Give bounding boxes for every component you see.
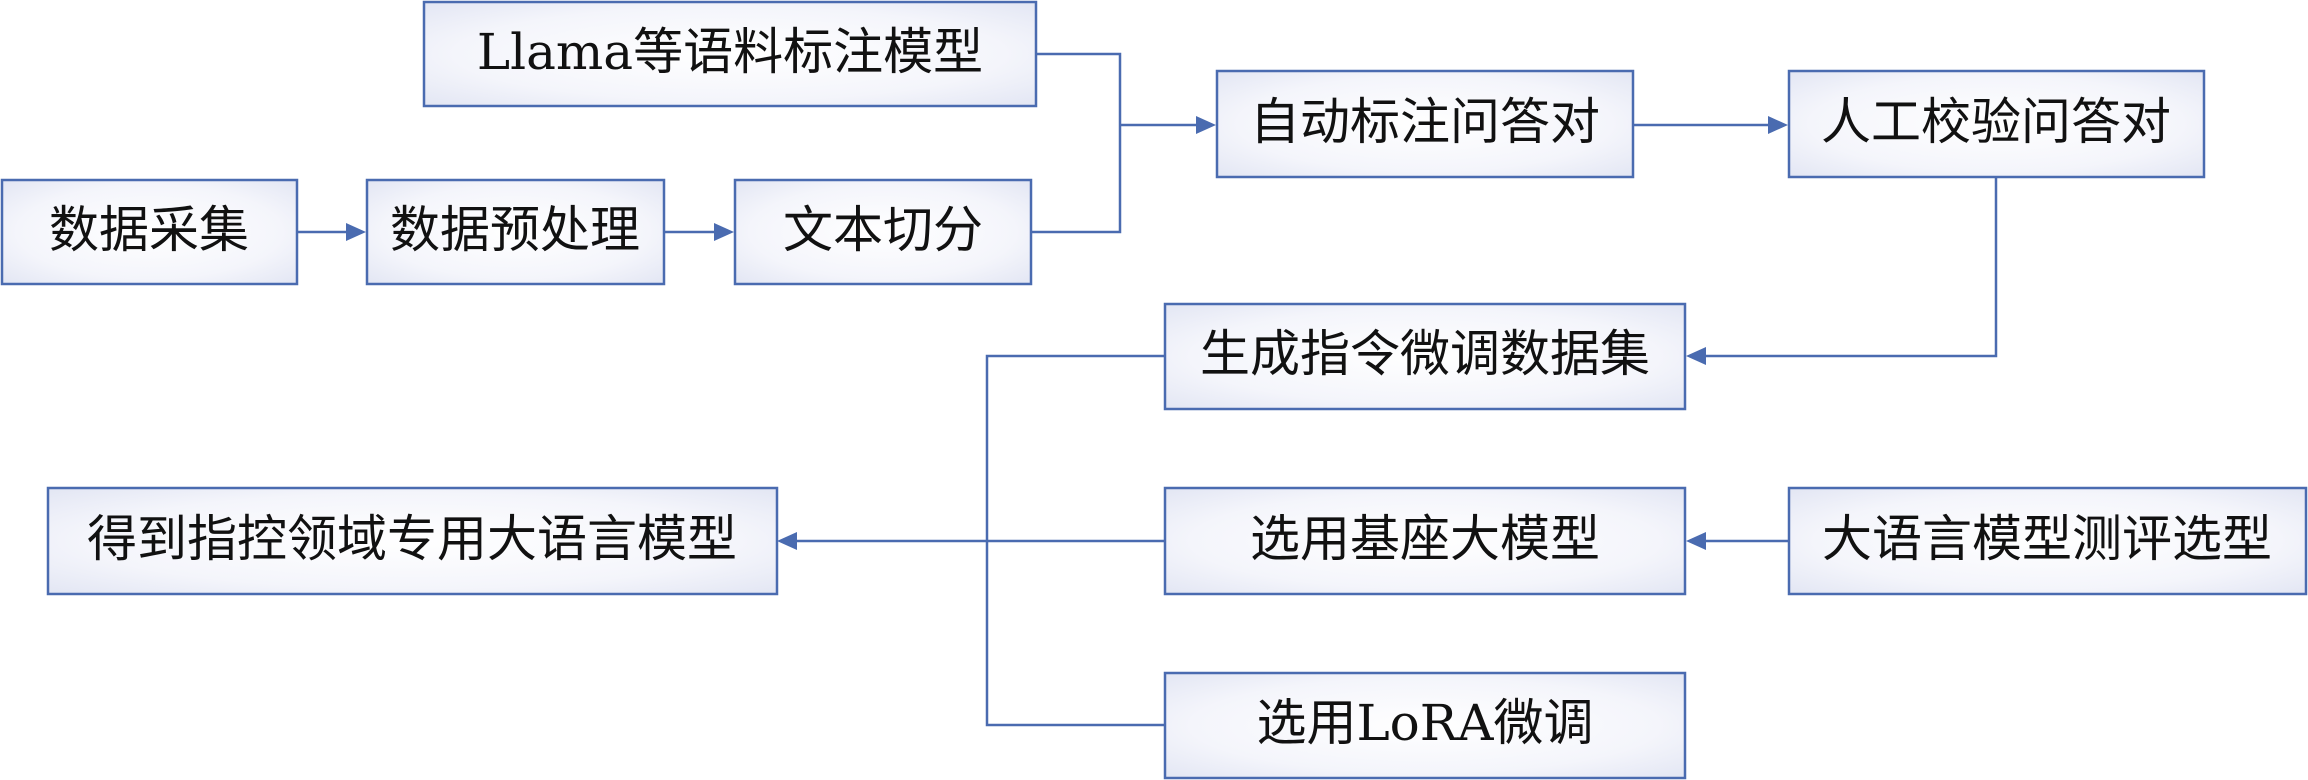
arrowhead-split bbox=[714, 223, 734, 241]
node-lora-label: 选用LoRA微调 bbox=[1256, 694, 1593, 752]
node-auto-qa-label: 自动标注问答对 bbox=[1250, 93, 1600, 151]
node-lora: 选用LoRA微调 bbox=[1163, 671, 1687, 780]
arrowhead-manual-qa bbox=[1768, 116, 1788, 134]
node-dataset: 生成指令微调数据集 bbox=[1163, 302, 1687, 411]
node-auto-qa: 自动标注问答对 bbox=[1215, 69, 1635, 179]
node-preprocess-label: 数据预处理 bbox=[390, 201, 640, 259]
node-base-model-label: 选用基座大模型 bbox=[1250, 510, 1600, 568]
arrowhead-base-model bbox=[1686, 532, 1706, 550]
edge-manual-qa-to-dataset bbox=[1690, 178, 1998, 358]
arrowhead-dataset bbox=[1686, 347, 1706, 365]
node-split-label: 文本切分 bbox=[783, 201, 983, 259]
arrowhead-preprocess bbox=[346, 223, 366, 241]
connectors bbox=[297, 52, 1998, 727]
node-base-model: 选用基座大模型 bbox=[1163, 486, 1687, 596]
node-manual-qa-label: 人工校验问答对 bbox=[1821, 93, 2171, 151]
edge-split-to-merge bbox=[1031, 125, 1122, 234]
node-collect-label: 数据采集 bbox=[49, 201, 249, 259]
node-split: 文本切分 bbox=[733, 178, 1033, 286]
node-manual-qa: 人工校验问答对 bbox=[1787, 69, 2206, 179]
node-eval-label: 大语言模型测评选型 bbox=[1822, 510, 2272, 568]
node-llama-label: Llama等语料标注模型 bbox=[477, 23, 983, 81]
node-dataset-label: 生成指令微调数据集 bbox=[1200, 325, 1650, 383]
arrowhead-auto-qa bbox=[1196, 116, 1216, 134]
node-llama: Llama等语料标注模型 bbox=[422, 0, 1038, 108]
node-result: 得到指控领域专用大语言模型 bbox=[46, 486, 779, 596]
node-result-label: 得到指控领域专用大语言模型 bbox=[87, 510, 737, 568]
edge-llama-to-merge bbox=[1036, 52, 1122, 125]
arrowhead-result bbox=[777, 532, 797, 550]
node-collect: 数据采集 bbox=[0, 178, 299, 286]
node-eval: 大语言模型测评选型 bbox=[1787, 486, 2308, 596]
node-preprocess: 数据预处理 bbox=[365, 178, 666, 286]
